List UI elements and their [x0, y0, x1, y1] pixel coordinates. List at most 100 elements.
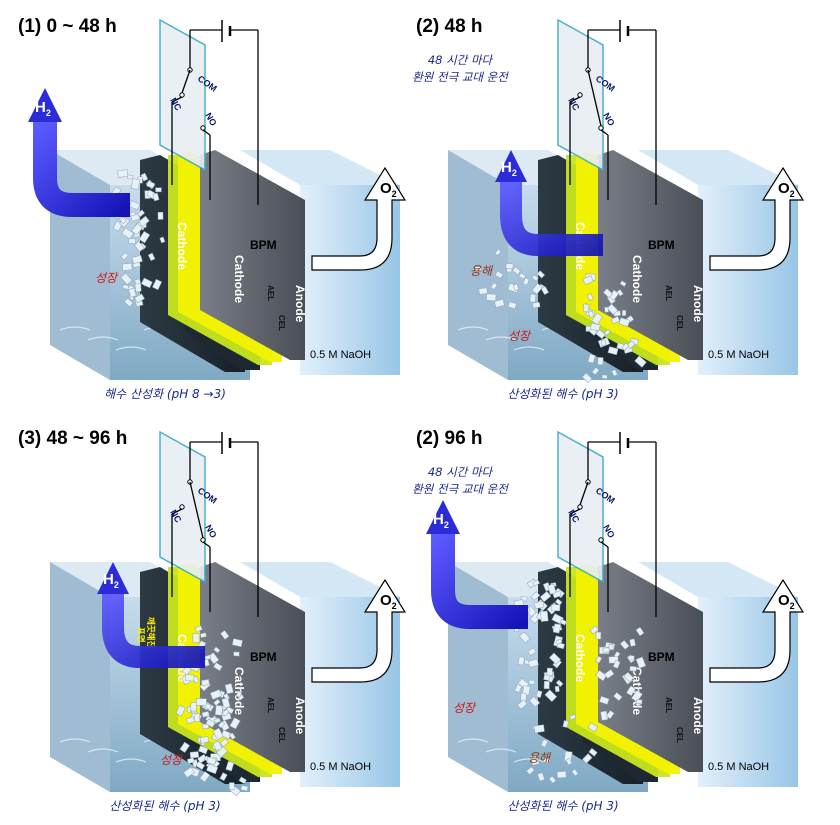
crystal-flake: [605, 710, 615, 720]
crystal-flake: [599, 695, 610, 705]
crystal-flake: [595, 655, 603, 664]
wire-no-a: [202, 129, 211, 136]
water-caustic: [59, 738, 91, 743]
crystal-flake: [587, 722, 599, 733]
seawater-left-face: [50, 562, 110, 792]
crystal-flake: [220, 630, 230, 640]
crystal-flake: [555, 679, 564, 688]
cathode2-dissolving-crystals: [526, 714, 599, 784]
water-caustic: [485, 336, 517, 341]
crystal-flake: [548, 675, 555, 683]
cathode2-crystals-upper: [589, 625, 647, 721]
panel-title: (3) 48 ~ 96 h: [18, 428, 127, 449]
crystal-flake: [199, 632, 207, 639]
crystal-flake: [546, 667, 553, 676]
naoh-top: [638, 150, 798, 185]
crystal-flake: [530, 591, 541, 601]
crystal-flake: [548, 652, 562, 665]
crystal-flake: [228, 732, 236, 740]
crystal-flake: [199, 736, 210, 744]
water-caustic: [513, 346, 545, 351]
crystal-flake: [192, 675, 200, 684]
wire-nc-a: [569, 96, 581, 103]
crystal-flake: [618, 317, 630, 327]
crystal-flake: [235, 690, 243, 698]
crystal-flake: [216, 746, 228, 758]
crystal-flake: [133, 241, 145, 253]
cathode1-label: Cathode: [175, 222, 189, 270]
crystal-flake: [195, 761, 206, 770]
o2-arrow: [709, 578, 805, 683]
growth-label: 성장: [95, 271, 119, 285]
crystal-flake: [514, 684, 523, 693]
anode-plate: [200, 150, 305, 360]
crystal-flake: [517, 699, 528, 710]
crystal-flake: [552, 623, 561, 634]
crystal-flake: [189, 751, 200, 759]
naoh-front-face: [698, 597, 798, 787]
h2-arrow-shaft: [500, 180, 603, 256]
crystal-flake: [628, 655, 635, 661]
crystal-flake: [205, 718, 216, 728]
crystal-flake: [604, 306, 609, 313]
crystal-flake: [528, 679, 535, 685]
crystal-flake: [193, 713, 201, 722]
panel-caption: 산성화된 해수 (pH 3): [507, 799, 618, 813]
crystal-flake: [120, 252, 129, 261]
water-caustic: [457, 738, 489, 743]
crystal-flake: [512, 266, 521, 276]
clean-surface-label-line2: 표면: [135, 627, 146, 643]
crystal-flake: [537, 772, 545, 782]
anode-label: Anode: [293, 697, 307, 735]
crystal-flake: [629, 666, 637, 672]
anode-plate: [598, 150, 703, 360]
bpm-label: BPM: [648, 238, 675, 252]
o2-arrow: [311, 166, 407, 271]
crystal-flake: [138, 215, 150, 227]
crystal-flake: [607, 346, 619, 356]
crystal-flake: [129, 200, 141, 211]
o2-label: O2: [778, 592, 795, 611]
growth-label: 성장: [508, 329, 532, 343]
crystal-flake: [152, 278, 163, 291]
crystal-flake: [556, 642, 565, 650]
crystal-flake: [613, 692, 623, 702]
naoh-front-face: [300, 597, 400, 787]
crystal-flake: [540, 610, 549, 622]
no-terminal: [200, 125, 206, 131]
crystal-flake: [130, 213, 141, 222]
wire-nc-a: [171, 96, 183, 103]
nc-terminal: [179, 92, 185, 98]
water-caustic: [87, 748, 119, 753]
crystal-flake: [238, 776, 247, 785]
crystal-flake: [209, 689, 223, 700]
crystal-flake: [201, 723, 210, 730]
crystal-flake: [512, 283, 520, 291]
crystal-flake: [587, 353, 596, 364]
wire-nc-a: [569, 508, 581, 515]
crystal-flake: [518, 272, 526, 280]
crystal-flake: [533, 724, 545, 734]
crystal-flake: [213, 662, 223, 672]
crystal-flake: [612, 659, 621, 669]
dissolve-label: 용해: [470, 264, 494, 278]
crystal-flake: [588, 310, 594, 318]
electrolyte-label: 0.5 M NaOH: [708, 349, 769, 361]
crystal-flake: [206, 756, 217, 765]
crystal-flake: [175, 704, 186, 717]
crystal-flake: [494, 270, 504, 279]
crystal-flake: [137, 209, 145, 218]
cathode2-label: Cathode: [630, 255, 644, 303]
crystal-flake: [214, 704, 224, 716]
crystal-flake: [207, 652, 220, 665]
crystal-flake: [147, 252, 156, 262]
crystal-flake: [185, 716, 195, 725]
crystal-flake: [532, 301, 541, 309]
crystal-flake: [494, 248, 502, 256]
crystal-flake: [591, 366, 600, 376]
crystal-flake: [120, 272, 133, 285]
electrolyte-label: 0.5 M NaOH: [708, 761, 769, 773]
water-caustic: [59, 326, 91, 331]
crystal-flake: [231, 638, 243, 648]
